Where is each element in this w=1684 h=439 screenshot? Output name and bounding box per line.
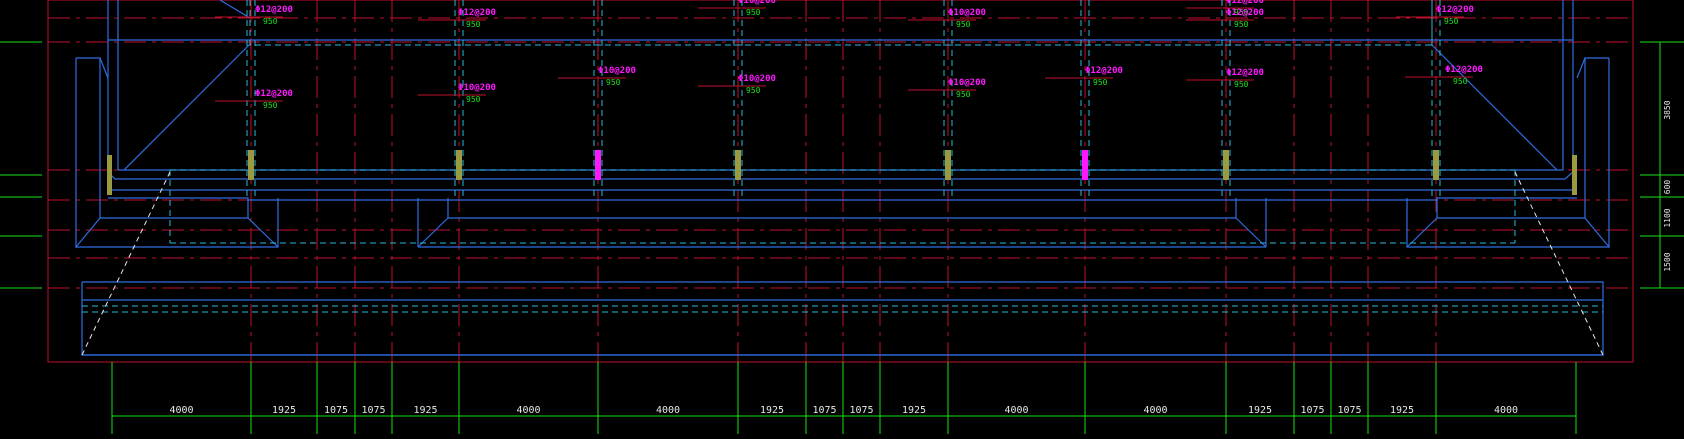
rebar-spec-label: Φ10@200 [458,83,496,93]
rebar-spec-label: Φ12@200 [458,8,496,18]
bottom-dimension-label: 1925 [1390,405,1414,416]
pile-hidden-lines [246,0,1441,200]
rebar-leader-lines [215,7,1473,102]
rebar-length-label: 950 [746,86,761,95]
rebar-spec-label: Φ12@200 [1226,8,1264,18]
bottom-dimension-label: 4000 [656,405,680,416]
rebar-length-label: 950 [263,101,278,110]
pile-post [1572,155,1577,195]
bottom-dimension-label: 1925 [902,405,926,416]
bottom-dimension-label: 4000 [1143,405,1167,416]
pile-post [595,150,601,180]
pile-post [1433,150,1439,180]
rebar-spec-label: Φ10@200 [738,74,776,84]
rebar-length-label: 950 [1234,8,1249,17]
pile-post [456,150,462,180]
pile-post [1223,150,1229,180]
rebar-spec-label: Φ10@200 [948,78,986,88]
rebar-length-label: 950 [1453,77,1468,86]
rebar-spec-label: Φ10@200 [948,8,986,18]
rebar-length-label: 950 [263,17,278,26]
bottom-dimension-label: 1075 [812,405,836,416]
bottom-dimension-label: 4000 [1004,405,1028,416]
side-dimension-labels: 3850 600 1100 1500 [1663,100,1672,271]
rebar-length-label: 950 [1234,80,1249,89]
bottom-dimension-label: 1925 [413,405,437,416]
bottom-dimension-label: 1925 [272,405,296,416]
rebar-spec-label: Φ12@200 [255,89,293,99]
rebar-length-label: 950 [956,20,971,29]
bottom-dimension-label: 1075 [849,405,873,416]
axis-grid-lines [48,0,1633,362]
bottom-dimension-label: 1925 [1248,405,1272,416]
side-dimension-label: 3850 [1663,100,1672,119]
bottom-dimension-label: 1075 [1337,405,1361,416]
rebar-length-label: 950 [1093,78,1108,87]
rebar-spec-label: Φ12@200 [1436,5,1474,15]
bottom-dimension-label: 1075 [324,405,348,416]
bottom-dimension-label: 1075 [361,405,385,416]
rebar-length-label: 950 [466,20,481,29]
bottom-dimension-label: 4000 [169,405,193,416]
pile-post [735,150,741,180]
rebar-length-label: 950 [606,78,621,87]
rebar-spec-label: Φ12@200 [1445,65,1483,75]
hidden-lines [82,0,1603,313]
dimension-labels: 4000 1925 1075 1075 1925 4000 4000 1925 1075 1075… [169,405,1518,416]
pile-post [1082,150,1088,180]
rebar-spec-label: Φ10@200 [738,0,776,6]
rebar-spec-label: Φ12@200 [1226,0,1264,6]
rebar-spec-label: Φ12@200 [1085,66,1123,76]
rebar-spec-label: Φ12@200 [1226,68,1264,78]
side-dimension-label: 1500 [1663,252,1672,271]
rebar-length-label: 950 [1444,17,1459,26]
drawing-boundary [47,0,1634,363]
rebar-spec-label: Φ10@200 [598,66,636,76]
bottom-dimension-label: 1925 [760,405,784,416]
foundation-outline [75,0,1610,356]
dimension-lines [0,41,1684,434]
rebar-spec-label: Φ12@200 [255,5,293,15]
rebar-length-label: 950 [956,90,971,99]
bottom-dimension-label: 4000 [516,405,540,416]
pile-post [248,150,254,180]
side-dimension-label: 600 [1663,180,1672,195]
rebar-length-label: 950 [746,8,761,17]
bottom-dimension-label: 4000 [1494,405,1518,416]
pile-post [107,155,112,195]
chamfer-dashed-lines [81,171,1604,356]
bottom-dimension-label: 1075 [1300,405,1324,416]
rebar-posts [107,150,1577,195]
side-dimension-label: 1100 [1663,208,1672,227]
pile-post [945,150,951,180]
rebar-length-label: 950 [466,95,481,104]
rebar-length-label: 950 [1234,20,1249,29]
